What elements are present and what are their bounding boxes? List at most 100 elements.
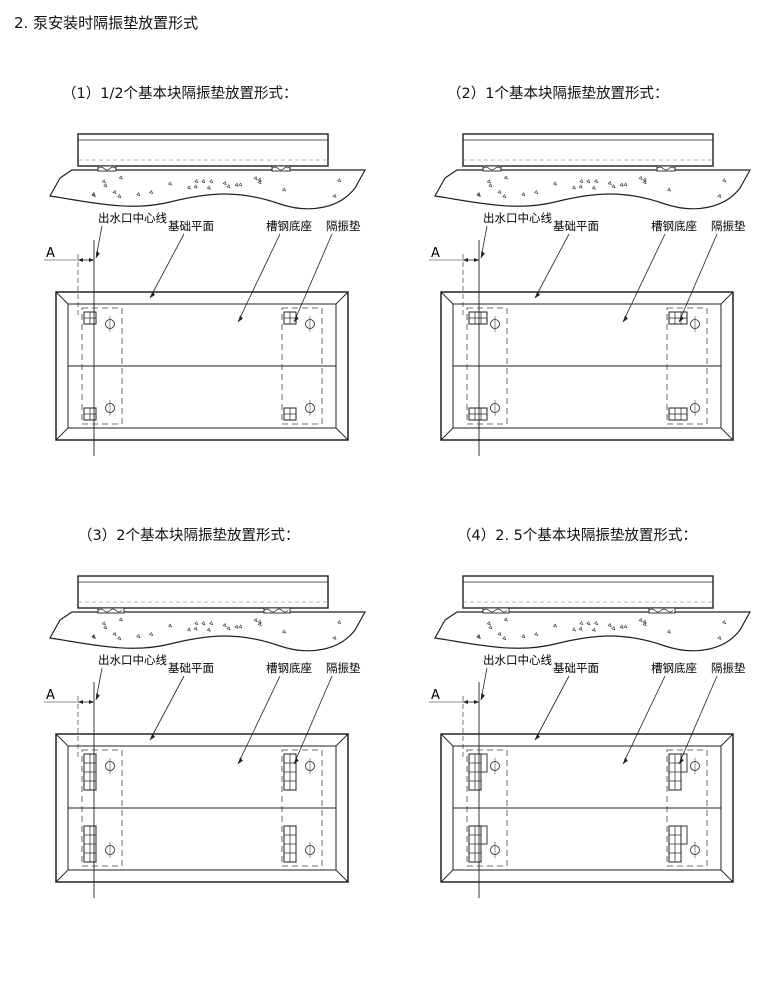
concrete-aggregate-mark bbox=[586, 179, 591, 184]
concrete-aggregate-mark bbox=[594, 621, 599, 626]
concrete-aggregate-mark bbox=[118, 175, 123, 180]
leader-line bbox=[237, 233, 281, 323]
channel-base-label: 槽钢底座 bbox=[651, 219, 697, 233]
frame-corner-line bbox=[55, 291, 69, 305]
support-dashed-outline bbox=[466, 307, 508, 425]
concrete-aggregate-mark bbox=[594, 179, 599, 184]
concrete-aggregate-mark bbox=[194, 621, 199, 626]
concrete-aggregate-mark bbox=[186, 627, 191, 632]
isolation-pad-plan bbox=[668, 311, 688, 325]
concrete-aggregate-mark bbox=[209, 621, 214, 626]
isolation-pad-plan bbox=[283, 753, 297, 791]
concrete-aggregate-mark bbox=[281, 187, 286, 192]
concrete-aggregate-mark bbox=[488, 183, 493, 188]
dimension-arrow bbox=[89, 258, 94, 262]
concrete-aggregate-mark bbox=[722, 178, 727, 183]
concrete-aggregate-mark bbox=[238, 182, 243, 187]
leader-arrow bbox=[481, 250, 485, 258]
dimension-arrow bbox=[78, 700, 83, 704]
concrete-aggregate-mark bbox=[222, 623, 227, 628]
concrete-aggregate-mark bbox=[332, 635, 337, 640]
isolation-pad-plan bbox=[283, 825, 297, 863]
dimension-a-label: A bbox=[46, 246, 55, 261]
side-elevation bbox=[49, 133, 367, 210]
concrete-aggregate-mark bbox=[234, 624, 239, 629]
leader-arrow bbox=[96, 250, 100, 258]
leader-line bbox=[237, 675, 281, 765]
channel-steel-base bbox=[462, 575, 714, 609]
isolation-pad-plan bbox=[283, 407, 297, 421]
side-elevation bbox=[434, 133, 752, 210]
isolation-pad-wave bbox=[648, 608, 674, 613]
base-plane-label: 基础平面 bbox=[168, 661, 214, 675]
frame-corner-line bbox=[440, 291, 454, 305]
concrete-aggregate-mark bbox=[117, 194, 122, 199]
ground-section bbox=[434, 611, 752, 652]
concrete-aggregate-mark bbox=[112, 189, 117, 194]
concrete-aggregate-mark bbox=[502, 636, 507, 641]
isolation-pad-wave bbox=[482, 608, 508, 613]
channel-base-label: 槽钢底座 bbox=[651, 661, 697, 675]
outlet-centerline-label: 出水口中心线 bbox=[98, 653, 167, 667]
support-dashed-outline bbox=[281, 307, 323, 425]
concrete-aggregate-mark bbox=[201, 621, 206, 626]
leader-line bbox=[678, 233, 718, 323]
dimension-a-label: A bbox=[431, 688, 440, 703]
ground-section bbox=[49, 611, 367, 652]
dimension-arrow bbox=[463, 700, 468, 704]
concrete-aggregate-mark bbox=[253, 617, 258, 623]
frame-corner-line bbox=[720, 869, 734, 883]
concrete-aggregate-mark bbox=[136, 192, 141, 197]
base-plane-label: 基础平面 bbox=[553, 661, 599, 675]
support-dashed-outline bbox=[81, 749, 123, 867]
concrete-aggregate-mark bbox=[167, 623, 172, 628]
leader-arrow bbox=[481, 692, 485, 700]
panel-diagram: A出水口中心线基础平面槽钢底座隔振垫 bbox=[429, 575, 752, 898]
frame-corner-line bbox=[440, 733, 454, 747]
leader-line bbox=[534, 675, 570, 741]
concrete-aggregate-mark bbox=[486, 621, 491, 626]
leader-arrow bbox=[535, 733, 540, 740]
concrete-aggregate-mark bbox=[118, 617, 123, 622]
isolation-pad-side bbox=[482, 607, 510, 614]
concrete-aggregate-mark bbox=[167, 181, 172, 186]
concrete-aggregate-mark bbox=[238, 624, 243, 629]
concrete-aggregate-mark bbox=[607, 623, 612, 628]
panel-diagram: A出水口中心线基础平面槽钢底座隔振垫 bbox=[429, 133, 752, 456]
concrete-aggregate-mark bbox=[101, 179, 106, 184]
concrete-aggregate-mark bbox=[103, 625, 108, 630]
panel-diagram: A出水口中心线基础平面槽钢底座隔振垫 bbox=[44, 133, 367, 456]
frame-corner-line bbox=[335, 291, 349, 305]
concrete-aggregate-mark bbox=[486, 179, 491, 184]
concrete-aggregate-mark bbox=[226, 626, 231, 631]
base-plane-label: 基础平面 bbox=[553, 219, 599, 233]
ground-section bbox=[434, 169, 752, 210]
dimension-arrow bbox=[474, 258, 479, 262]
frame-corner-line bbox=[720, 291, 734, 305]
isolation-pad-side bbox=[263, 607, 291, 614]
concrete-aggregate-mark bbox=[101, 621, 106, 626]
leader-line bbox=[293, 233, 333, 323]
concrete-aggregate-mark bbox=[571, 627, 576, 632]
concrete-aggregate-mark bbox=[642, 622, 647, 627]
panel-title: （1）1/2个基本块隔振垫放置形式： bbox=[62, 86, 298, 102]
concrete-aggregate-mark bbox=[722, 620, 727, 625]
isolation-pad-plan bbox=[83, 311, 97, 325]
channel-steel-base bbox=[77, 133, 329, 167]
channel-steel-base bbox=[462, 133, 714, 167]
outlet-centerline-label: 出水口中心线 bbox=[483, 211, 552, 225]
concrete-aggregate-mark bbox=[611, 626, 616, 631]
leader-arrow bbox=[96, 692, 100, 700]
concrete-aggregate-mark bbox=[586, 621, 591, 626]
concrete-aggregate-mark bbox=[201, 179, 206, 184]
isolation-pad-plan bbox=[668, 825, 688, 863]
concrete-aggregate-mark bbox=[578, 626, 583, 631]
isolation-pad-side bbox=[648, 607, 676, 614]
concrete-aggregate-mark bbox=[642, 619, 647, 624]
dimension-arrow bbox=[89, 700, 94, 704]
page-heading: 2. 泵安装时隔振垫放置形式 bbox=[14, 14, 199, 32]
concrete-aggregate-mark bbox=[257, 619, 262, 624]
channel-base-label: 槽钢底座 bbox=[266, 661, 312, 675]
concrete-aggregate-mark bbox=[717, 635, 722, 640]
